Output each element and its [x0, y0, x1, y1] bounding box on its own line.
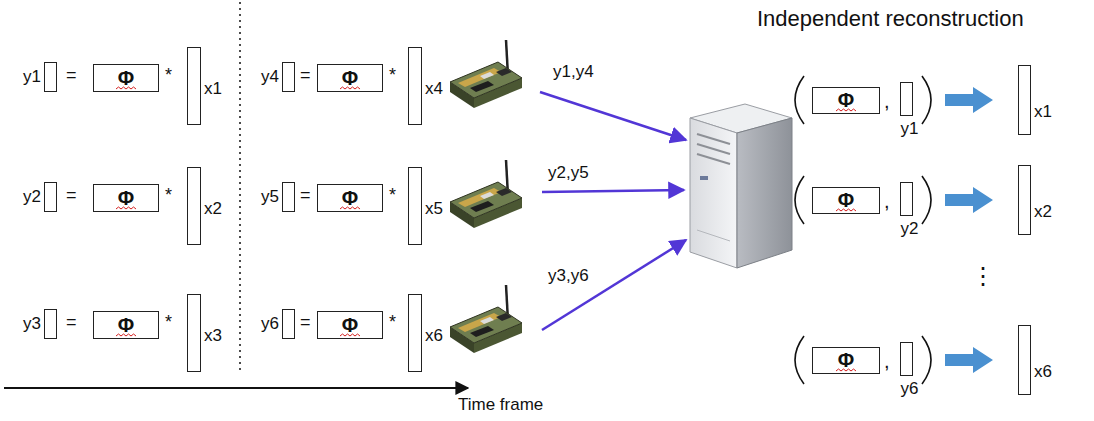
- section-title: Independent reconstruction: [757, 6, 1024, 31]
- transmission-arrow: [540, 92, 686, 140]
- vector-name: y6: [261, 314, 279, 334]
- equals-sign: =: [66, 185, 77, 206]
- vector-name: x1: [1034, 102, 1052, 122]
- matrix-symbol: Φ: [838, 349, 854, 372]
- reconstruct-arrow: [945, 87, 993, 373]
- axis-label: Time frame: [458, 395, 543, 415]
- vector-name: x1: [204, 79, 222, 99]
- vector-name: x3: [204, 326, 222, 346]
- vector-name: y6: [901, 379, 919, 399]
- equals-sign: =: [300, 312, 311, 333]
- vector-name: x6: [425, 326, 443, 346]
- bracket: [795, 76, 931, 384]
- transmission-arrow: [542, 240, 686, 330]
- measurement-vector: y2: [900, 182, 913, 216]
- signal-vector: x6: [408, 294, 422, 372]
- vector-name: y2: [901, 219, 919, 239]
- sensing-matrix: Φ: [812, 187, 880, 214]
- sensing-matrix: Φ: [812, 347, 880, 374]
- measurement-vector: y6: [282, 309, 295, 339]
- measurement-vector: y3: [44, 309, 57, 339]
- multiply-sign: *: [389, 185, 396, 206]
- multiply-sign: *: [165, 312, 172, 333]
- signal-vector: x2: [187, 167, 201, 245]
- matrix-symbol: Φ: [342, 67, 358, 90]
- multiply-sign: *: [165, 185, 172, 206]
- time-separator: [239, 2, 241, 372]
- vector-name: x2: [204, 199, 222, 219]
- measurement-vector: y1: [44, 62, 57, 92]
- signal-vector: x1: [187, 47, 201, 125]
- measurement-vector: y5: [282, 182, 295, 212]
- vector-name: x5: [425, 199, 443, 219]
- vector-name: y1: [23, 67, 41, 87]
- vector-name: y3: [23, 314, 41, 334]
- signal-vector: x2: [1018, 165, 1031, 235]
- equals-sign: =: [300, 65, 311, 86]
- equals-sign: =: [66, 65, 77, 86]
- sensing-matrix: Φ: [317, 184, 383, 212]
- vector-name: y4: [261, 67, 279, 87]
- time-axis: [4, 387, 468, 389]
- signal-vector: x4: [408, 47, 422, 125]
- link-label: y1,y4: [553, 62, 594, 82]
- server-icon: [690, 104, 792, 268]
- measurement-vector: y1: [900, 82, 913, 116]
- sensing-matrix: Φ: [93, 64, 159, 92]
- matrix-symbol: Φ: [118, 314, 134, 337]
- measurement-vector: y6: [900, 342, 913, 376]
- matrix-symbol: Φ: [118, 67, 134, 90]
- transmission-arrow: [542, 190, 684, 192]
- signal-vector: x6: [1018, 325, 1031, 395]
- sensor-mote: [450, 40, 522, 108]
- sensing-matrix: Φ: [93, 311, 159, 339]
- comma: ,: [884, 190, 890, 213]
- multiply-sign: *: [165, 65, 172, 86]
- vector-name: x2: [1034, 202, 1052, 222]
- sensing-matrix: Φ: [812, 87, 880, 114]
- measurement-vector: y2: [44, 182, 57, 212]
- signal-vector: x3: [187, 294, 201, 372]
- signal-vector: x1: [1018, 65, 1031, 135]
- matrix-symbol: Φ: [838, 189, 854, 212]
- vector-name: y2: [23, 187, 41, 207]
- sensor-mote: [450, 285, 522, 353]
- multiply-sign: *: [389, 312, 396, 333]
- sensing-matrix: Φ: [317, 64, 383, 92]
- link-label: y2,y5: [548, 163, 589, 183]
- link-label: y3,y6: [548, 266, 589, 286]
- sensing-matrix: Φ: [317, 311, 383, 339]
- vector-name: x4: [425, 79, 443, 99]
- vector-name: x6: [1034, 362, 1052, 382]
- vector-name: y1: [901, 119, 919, 139]
- matrix-symbol: Φ: [118, 187, 134, 210]
- matrix-symbol: Φ: [342, 314, 358, 337]
- comma: ,: [884, 350, 890, 373]
- sensor-mote: [450, 160, 522, 228]
- sensing-matrix: Φ: [93, 184, 159, 212]
- vector-name: y5: [261, 187, 279, 207]
- matrix-symbol: Φ: [342, 187, 358, 210]
- ellipsis: ⋮: [971, 262, 995, 290]
- signal-vector: x5: [408, 167, 422, 245]
- measurement-vector: y4: [282, 62, 295, 92]
- matrix-symbol: Φ: [838, 89, 854, 112]
- multiply-sign: *: [389, 65, 396, 86]
- equals-sign: =: [300, 185, 311, 206]
- comma: ,: [884, 90, 890, 113]
- equals-sign: =: [66, 312, 77, 333]
